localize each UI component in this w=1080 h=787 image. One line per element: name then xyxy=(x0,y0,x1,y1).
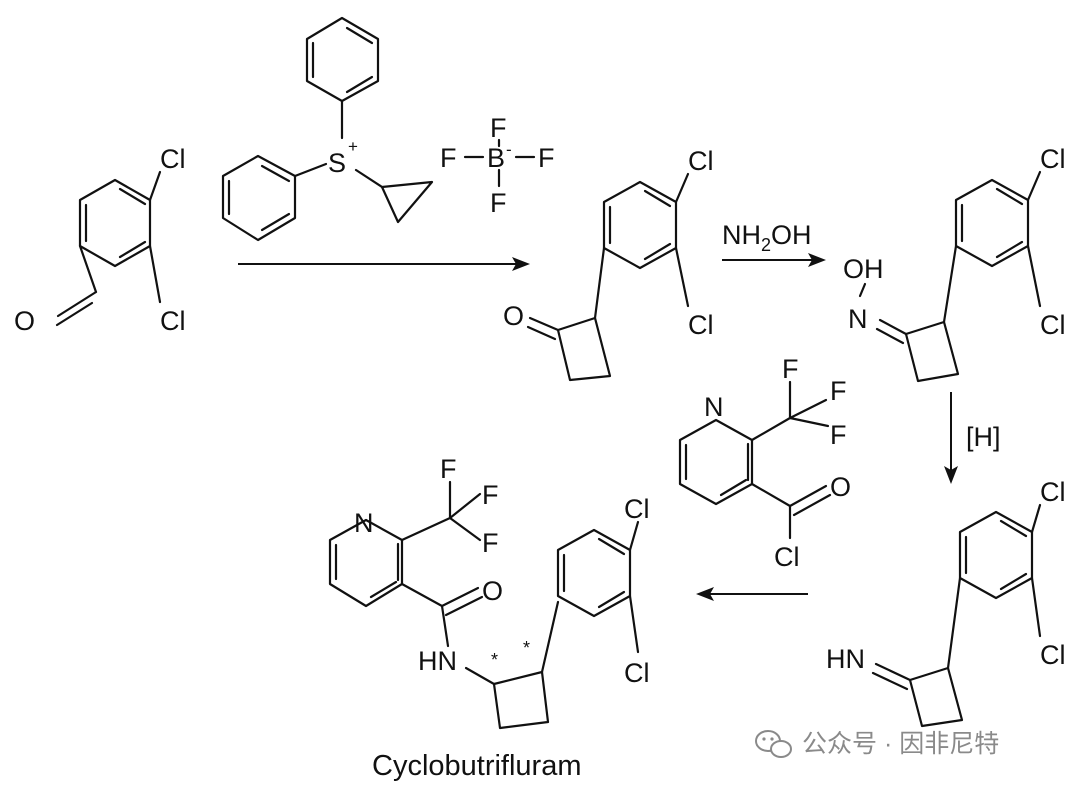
reagent-reduction: [H] xyxy=(966,422,1001,452)
atom-cl: Cl xyxy=(1040,144,1066,174)
atom-f: F xyxy=(482,528,499,558)
atom-f: F xyxy=(782,354,799,384)
atom-o: O xyxy=(830,472,851,502)
stereocenter-marker: * xyxy=(491,650,498,670)
atom-cl: Cl xyxy=(624,658,650,688)
atom-f: F xyxy=(482,480,499,510)
sulfonium-reagent-structure: S + F F B - F F xyxy=(221,16,555,242)
reaction-arrow-1 xyxy=(238,257,530,271)
acyl-chloride-reagent-structure: N F F F O Cl xyxy=(678,354,851,572)
watermark: 公众号 · 因非尼特 xyxy=(755,730,999,758)
oxime-intermediate-structure: Cl Cl N OH xyxy=(843,144,1066,383)
amide-nh-group: HN xyxy=(418,646,457,676)
dichlorobenzaldehyde-structure: Cl Cl O xyxy=(14,144,186,336)
atom-f: F xyxy=(830,376,847,406)
imine-nh-group: HN xyxy=(826,644,865,674)
product-name: Cyclobutrifluram xyxy=(372,750,582,782)
atom-cl: Cl xyxy=(1040,640,1066,670)
imine-intermediate-structure: Cl Cl HN xyxy=(826,477,1066,728)
atom-o: O xyxy=(482,576,503,606)
reaction-arrow-4 xyxy=(696,587,808,601)
atom-f: F xyxy=(830,420,847,450)
atom-b: B xyxy=(487,143,505,173)
atom-cl: Cl xyxy=(624,494,650,524)
atom-o: O xyxy=(14,306,35,336)
atom-cl: Cl xyxy=(774,542,800,572)
positive-charge: + xyxy=(348,137,358,156)
atom-f: F xyxy=(440,454,457,484)
wechat-icon xyxy=(755,730,792,758)
watermark-text: 公众号 · 因非尼特 xyxy=(802,730,999,758)
cyclobutrifluram-structure: N F F F O HN Cl Cl * * xyxy=(328,454,650,730)
atom-n: N xyxy=(354,508,374,538)
cyclobutanone-intermediate-structure: Cl Cl O xyxy=(503,146,714,382)
reaction-arrow-3: [H] xyxy=(944,392,1001,484)
atom-cl: Cl xyxy=(1040,477,1066,507)
stereocenter-marker: * xyxy=(523,638,530,658)
atom-f: F xyxy=(490,113,507,143)
atom-n: N xyxy=(848,304,868,334)
negative-charge: - xyxy=(506,140,512,159)
reagent-hydroxylamine: NH2OH xyxy=(722,220,812,255)
hydroxyl-group: OH xyxy=(843,254,884,284)
atom-f: F xyxy=(538,143,555,173)
atom-cl: Cl xyxy=(160,306,186,336)
atom-f: F xyxy=(490,188,507,218)
atom-cl: Cl xyxy=(160,144,186,174)
atom-f: F xyxy=(440,143,457,173)
reaction-arrow-2: NH2OH xyxy=(722,220,826,267)
atom-cl: Cl xyxy=(688,146,714,176)
atom-o: O xyxy=(503,301,524,331)
atom-s: S xyxy=(328,148,346,178)
atom-cl: Cl xyxy=(688,310,714,340)
atom-n: N xyxy=(704,392,724,422)
atom-cl: Cl xyxy=(1040,310,1066,340)
